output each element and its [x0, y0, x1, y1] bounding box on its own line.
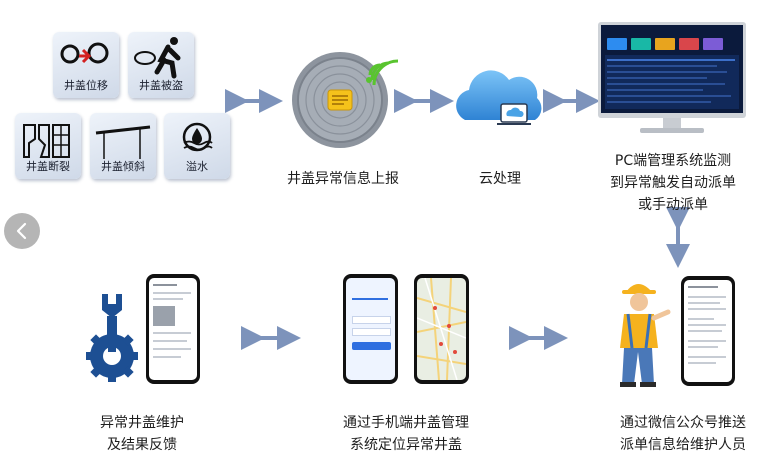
kpi-card [703, 38, 723, 50]
tilt-icon [95, 125, 151, 159]
phone-wechat-screen [681, 276, 735, 386]
maintenance-gear-icon [86, 294, 138, 382]
caption-line: 及结果反馈 [107, 437, 177, 453]
tile-displacement: 井盖位移 [53, 32, 119, 98]
displacement-icon [60, 42, 109, 64]
caption-report: 井盖异常信息上报 [287, 171, 399, 187]
dashboard-screen [601, 25, 743, 113]
caption-mobile: 通过手机端井盖管理 系统定位异常井盖 [328, 412, 484, 456]
caption-line: 系统定位异常井盖 [350, 437, 462, 453]
map-icon [417, 278, 466, 380]
worker-icon [620, 284, 671, 387]
caption-cloud: 云处理 [479, 171, 521, 187]
phone-login-screen [343, 274, 398, 384]
monitor-base [640, 128, 704, 133]
kpi-card [607, 38, 627, 50]
tile-label: 井盖位移 [64, 79, 108, 92]
overflow-icon [182, 122, 213, 152]
caption-line: 异常井盖维护 [100, 415, 184, 431]
previous-button[interactable] [4, 213, 40, 249]
caption-wechat: 通过微信公众号推送 派单信息给维护人员 [598, 412, 768, 456]
tile-theft: 井盖被盗 [128, 32, 194, 98]
caption-maintain: 异常井盖维护 及结果反馈 [82, 412, 202, 456]
caption-line: 通过手机端井盖管理 [343, 415, 469, 431]
tile-label: 井盖倾斜 [101, 160, 145, 173]
caption-line: 或手动派单 [638, 197, 708, 213]
tile-label: 溢水 [186, 160, 208, 173]
tile-fracture: 井盖断裂 [15, 113, 81, 179]
kpi-card [655, 38, 675, 50]
tile-label: 井盖被盗 [139, 79, 183, 92]
tile-tilt: 井盖倾斜 [90, 113, 156, 179]
caption-line: 通过微信公众号推送 [620, 415, 746, 431]
kpi-card [631, 38, 651, 50]
tile-overflow: 溢水 [164, 113, 230, 179]
tile-label: 井盖断裂 [26, 160, 70, 173]
caption-line: PC端管理系统监测 [614, 153, 732, 169]
chevron-left-icon [16, 222, 27, 240]
caption-pc: PC端管理系统监测 到异常触发自动派单 或手动派单 [583, 150, 763, 216]
kpi-card [679, 38, 699, 50]
phone-maintenance-form [146, 274, 200, 384]
caption-line: 派单信息给维护人员 [620, 437, 746, 453]
phone-map-screen [414, 274, 469, 384]
manhole-cover-icon [292, 52, 399, 148]
theft-icon [134, 37, 181, 79]
monitor-stand [663, 118, 681, 128]
dashboard-table [605, 55, 739, 109]
fracture-icon [23, 124, 70, 158]
cloud-icon [456, 70, 542, 125]
caption-line: 到异常触发自动派单 [610, 175, 736, 191]
